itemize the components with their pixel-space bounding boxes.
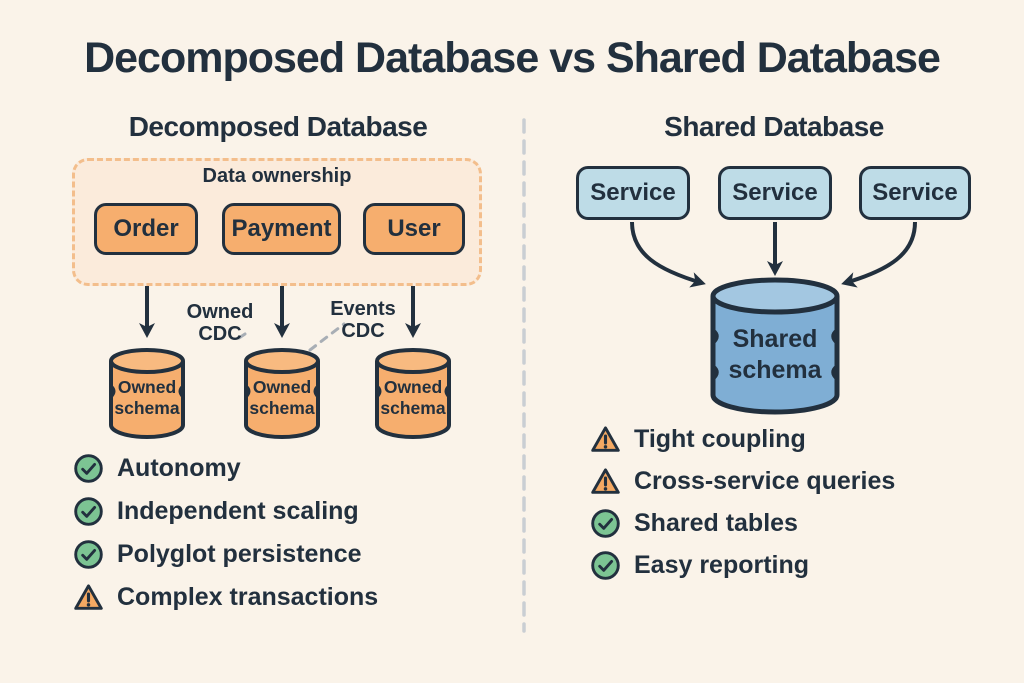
list-item: Complex transactions — [73, 581, 378, 613]
right-column-heading: Shared Database — [664, 111, 884, 142]
arrow-service1-to-shared — [630, 221, 706, 288]
list-item: Tight coupling — [590, 423, 895, 455]
list-item-label: Easy reporting — [634, 550, 810, 579]
owned-schema-label-1: Owned schema — [114, 377, 180, 418]
check-icon — [73, 453, 104, 484]
owned-cdc-label: Owned CDC — [186, 301, 254, 345]
left-points-list: Autonomy Independent scaling Polyglot pe… — [73, 452, 378, 613]
service-node-3: Service — [859, 166, 971, 220]
list-item-label: Tight coupling — [634, 424, 806, 453]
user-node: User — [363, 203, 465, 255]
right-points-list: Tight coupling Cross-service queries Sha… — [590, 423, 895, 581]
left-column-heading: Decomposed Database — [128, 111, 428, 142]
list-item-label: Shared tables — [634, 508, 798, 537]
arrow-service3-to-shared — [841, 221, 917, 288]
order-node: Order — [94, 203, 198, 255]
list-item: Autonomy — [73, 452, 378, 484]
check-icon — [590, 508, 621, 539]
owned-schema-label-2: Owned schema — [249, 377, 315, 418]
check-icon — [590, 550, 621, 581]
list-item: Easy reporting — [590, 549, 895, 581]
list-item: Independent scaling — [73, 495, 378, 527]
list-item-label: Autonomy — [117, 453, 241, 482]
warning-icon — [590, 424, 621, 455]
data-ownership-label: Data ownership — [202, 165, 352, 187]
check-icon — [73, 539, 104, 570]
list-item: Shared tables — [590, 507, 895, 539]
warning-icon — [73, 582, 104, 613]
list-item-label: Polyglot persistence — [117, 539, 362, 568]
service-node-2: Service — [718, 166, 832, 220]
warning-icon — [590, 466, 621, 497]
shared-schema-label: Shared schema — [728, 325, 822, 384]
events-cdc-label: Events CDC — [330, 298, 396, 342]
check-icon — [73, 496, 104, 527]
list-item-label: Cross-service queries — [634, 466, 896, 495]
list-item: Cross-service queries — [590, 465, 895, 497]
list-item-label: Independent scaling — [117, 496, 359, 525]
payment-node: Payment — [222, 203, 341, 255]
list-item-label: Complex transactions — [117, 582, 379, 611]
owned-schema-label-3: Owned schema — [380, 377, 446, 418]
page-title: Decomposed Database vs Shared Database — [84, 34, 941, 82]
list-item: Polyglot persistence — [73, 538, 378, 570]
service-node-1: Service — [576, 166, 690, 220]
